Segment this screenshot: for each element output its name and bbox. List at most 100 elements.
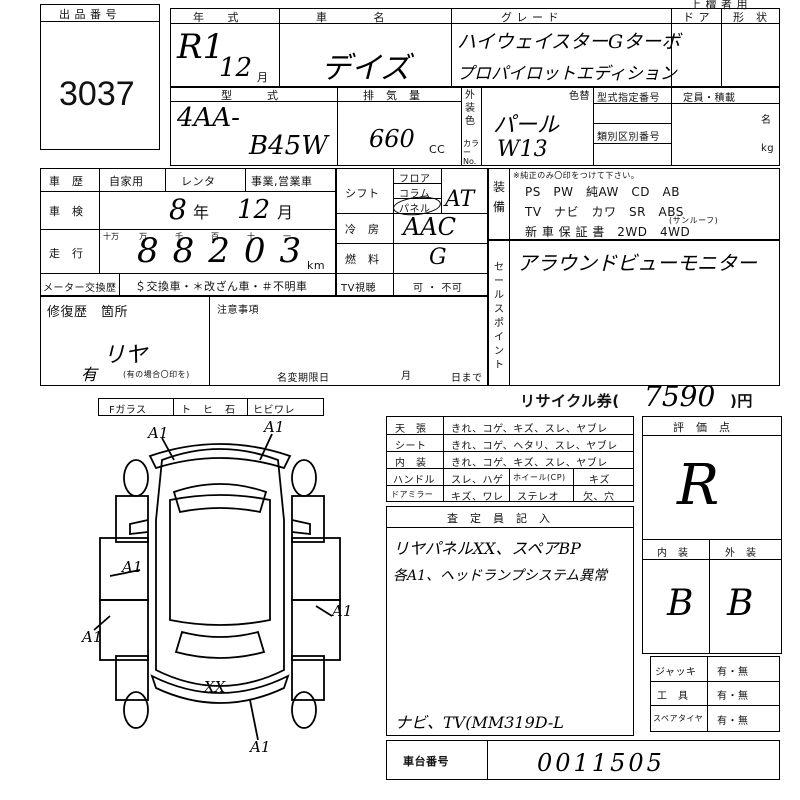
inspector-label: 査 定 員 記 入 — [447, 512, 551, 525]
inspector-line-1: リヤパネルXX、スペアBP — [393, 539, 581, 558]
recycle-unit: )円 — [730, 392, 753, 410]
top-right-label: 上 檀 者 用 — [690, 0, 748, 11]
left-rear-wheel — [123, 691, 149, 729]
inspection-year-unit: 年 — [193, 203, 210, 222]
right-rear-fender — [291, 655, 325, 701]
handle-label: ハンドル — [393, 475, 435, 486]
interior-grade-label: 内 装 — [657, 548, 689, 559]
tv-options: 可 ・ 不可 — [413, 283, 463, 294]
damage-mark-rear-panel: XX — [203, 678, 227, 696]
car-rear-window — [174, 630, 266, 659]
wheel-label: ホイール(CP) — [513, 473, 566, 482]
capacity-unit-kg: kg — [761, 143, 775, 154]
damage-mark-left-door: A1 — [120, 558, 142, 576]
color-number-label: カラーNo. — [463, 139, 479, 166]
sales-point-label: セールスポイント — [494, 262, 504, 371]
condition-row-label-ceiling: 天 張 — [395, 424, 427, 435]
wheel-value: キズ — [589, 475, 610, 486]
lot-number: 3037 — [59, 75, 135, 113]
history-label: 車 歴 — [49, 175, 84, 188]
glass-option-4: ヒビワレ — [253, 405, 295, 416]
mileage-digit-100: 百 — [211, 232, 219, 241]
meter-exchange-options: ＄交換車・＊改ざん車・＃不明車 — [135, 280, 308, 293]
color-value: パール — [493, 113, 560, 138]
mileage-digit-1k: 千 — [175, 232, 183, 241]
inspector-line-2: 各A1、ヘッドランプシステム異常 — [393, 568, 608, 584]
chassis-block: 車台番号 0011505 — [386, 740, 780, 780]
recycle-value: 7590 — [644, 380, 716, 413]
left-rear-fender — [115, 655, 149, 701]
repair-value: リヤ — [103, 343, 148, 368]
mirror-label: ドアミラー — [391, 490, 434, 499]
rear-bumper — [150, 674, 290, 704]
type-designation-label: 型式指定番号 — [597, 93, 660, 104]
glass-option-2: ヒ — [203, 405, 214, 416]
accessories-block: ジャッキ 有・無 工 具 有・無 スペアタイヤ 有・無 — [650, 656, 780, 732]
inspector-line-3: ナビ、TV(MM319D-L — [395, 713, 564, 732]
ac-value: AAC — [403, 213, 457, 241]
shift-label: シフト — [345, 187, 380, 200]
shift-option-column: コラム — [399, 189, 431, 200]
inspection-label: 車 検 — [49, 205, 84, 218]
history-option-private: 自家用 — [109, 175, 144, 188]
car-roof-outline — [169, 494, 271, 626]
mirror-options: キズ、ワレ — [451, 492, 504, 503]
registration-month-label: 月 — [401, 371, 412, 382]
category-number-label: 類別区別番号 — [597, 132, 660, 143]
equipment-label: 装備 — [493, 180, 506, 214]
header-row: 年 式 車 名 グ レ ー ド ド ア 形 状 R1 12 月 デイズ ハイウェ… — [170, 8, 780, 88]
damage-mark-right-rear: A1 — [330, 602, 352, 620]
condition-row-label-seat: シート — [395, 441, 427, 452]
shape-label: 形 状 — [733, 11, 768, 24]
left-front-fender — [115, 495, 149, 543]
mileage-value: 88203 — [137, 231, 316, 271]
car-windshield — [172, 483, 268, 514]
displacement-value: 660 — [369, 125, 415, 153]
lot-number-box: 出 品 番 号 3037 — [40, 4, 160, 150]
sales-point-block: セールスポイント アラウンドビューモニター — [488, 240, 780, 386]
model-name: デイズ — [321, 51, 411, 86]
registration-deadline-label: 名変期限日 — [277, 373, 330, 384]
mileage-digit-100k: 十万 — [103, 232, 119, 241]
meter-exchange-label: メーター交換歴 — [43, 283, 117, 294]
condition-row-label-interior: 内 装 — [395, 458, 427, 469]
left-front-wheel — [123, 459, 149, 497]
damage-mark-front-right: A1 — [262, 420, 284, 436]
month-unit: 月 — [257, 71, 269, 84]
mileage-digit-1: 一 — [283, 232, 291, 241]
damage-mark-front-left: A1 — [146, 424, 168, 442]
grade-label: グ レ ー ド — [501, 11, 559, 24]
front-bumper — [148, 443, 292, 470]
chassis-label: 車台番号 — [403, 755, 449, 768]
exterior-grade-label: 外 装 — [725, 548, 757, 559]
glass-option-3: 石 — [225, 405, 236, 416]
grade-line2: プロパイロットエディション — [457, 64, 677, 84]
year-era: R1 — [177, 27, 225, 67]
ac-label: 冷 房 — [345, 223, 380, 236]
right-front-fender — [291, 495, 325, 543]
capacity-label: 定員・積載 — [683, 93, 736, 104]
condition-table: 天 張 きれ、コゲ、キズ、スレ、ヤブレ シート きれ、コゲ、ヘタリ、スレ、ヤブレ… — [386, 416, 634, 503]
condition-row-options-seat: きれ、コゲ、ヘタリ、スレ、ヤブレ — [451, 441, 618, 452]
equipment-row-3: 新 車 保 証 書 2WD 4WD — [525, 225, 691, 239]
accessory-options-spare: 有・無 — [717, 716, 749, 727]
exterior-color-label: 外装色 — [465, 90, 475, 127]
registration-day-label: 日まで — [451, 373, 483, 384]
right-front-door — [291, 537, 341, 601]
glass-label: Fガラス — [109, 405, 147, 416]
history-option-business: 事業,営業車 — [251, 175, 313, 188]
equipment-row-1: PS PW 純AW CD AB — [525, 185, 680, 199]
repair-marker: 有 — [81, 365, 98, 384]
shift-option-panel: パネル — [399, 204, 431, 215]
repair-block: 修復歴 箇所 リヤ 有 (有の場合〇印を) 注意事項 名変期限日 月 日まで — [40, 296, 488, 386]
color-change-label: 色替 — [569, 91, 590, 102]
stereo-label: ステレオ — [517, 492, 559, 503]
condition-row-options-ceiling: きれ、コゲ、キズ、スレ、ヤブレ — [451, 424, 608, 435]
condition-row-options-interior: きれ、コゲ、キズ、スレ、ヤブレ — [451, 458, 608, 469]
type-row: 型 式 排 気 量 4AA- B45W 660 CC 外装色 カラーNo. 色替… — [170, 86, 780, 166]
inspection-value: 8 — [169, 193, 187, 226]
type-code-2: B45W — [249, 131, 328, 161]
recycle-label: リサイクル券( — [520, 392, 620, 410]
shift-value: AT — [445, 187, 475, 212]
